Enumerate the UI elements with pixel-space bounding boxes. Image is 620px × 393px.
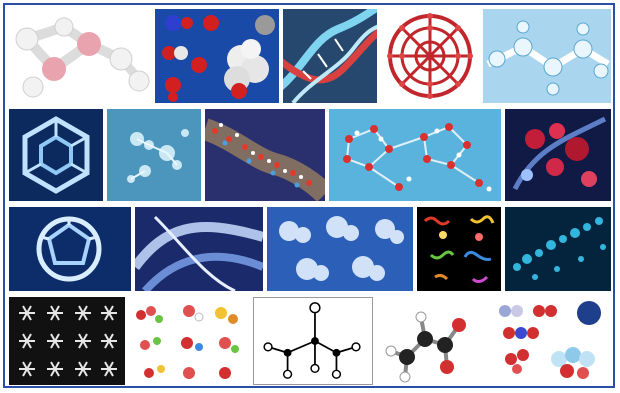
image-gallery-frame xyxy=(3,3,615,388)
tile-water-molecule-network[interactable] xyxy=(329,109,501,201)
tile-molecule-models-grid[interactable] xyxy=(129,297,249,385)
tile-blue-ribbon-helix[interactable] xyxy=(135,207,263,291)
cyan-dots-molecule-image xyxy=(513,217,606,280)
tile-ball-stick-molecule[interactable] xyxy=(377,297,489,385)
blue-spheres-molecules-image xyxy=(279,216,404,281)
blue-chain-molecule-image xyxy=(486,20,610,96)
tile-dna-dots-strand[interactable] xyxy=(205,109,325,201)
glass-fullerene-cage-image xyxy=(36,216,102,282)
snowflake-crystals-image xyxy=(19,305,117,377)
tile-colored-atoms-models[interactable] xyxy=(155,9,279,103)
tile-glass-fullerene-cage[interactable] xyxy=(9,207,131,291)
tile-colorful-proteins-black[interactable] xyxy=(417,207,501,291)
dna-double-helix-image xyxy=(283,9,377,103)
tile-pink-ring-molecule[interactable] xyxy=(9,9,151,103)
blue-floating-molecules-image xyxy=(127,129,189,183)
glass-cage-molecule-image xyxy=(22,116,90,194)
structural-formula-diagram-image xyxy=(263,302,361,379)
tile-structural-formula-diagram[interactable] xyxy=(253,297,373,385)
tile-atom-diagram-spheres[interactable] xyxy=(493,297,611,385)
tile-glass-cage-molecule[interactable] xyxy=(9,109,103,201)
blue-ribbon-helix-image xyxy=(135,215,263,291)
pink-ring-molecule-image xyxy=(15,17,150,98)
ball-stick-molecule-image xyxy=(385,311,466,383)
tile-red-blue-swirl-molecule[interactable] xyxy=(505,109,611,201)
tile-blue-chain-molecule[interactable] xyxy=(483,9,611,103)
dna-dots-strand-image xyxy=(205,118,325,201)
red-fullerene-image xyxy=(387,13,473,99)
tile-snowflake-crystals[interactable] xyxy=(9,297,125,385)
colorful-proteins-black-image xyxy=(423,215,495,284)
tile-blue-floating-molecules[interactable] xyxy=(107,109,201,201)
tile-red-fullerene[interactable] xyxy=(381,9,479,103)
water-molecule-network-image xyxy=(343,123,492,192)
atom-diagram-spheres-image xyxy=(499,301,601,379)
colored-atoms-models-image xyxy=(162,15,275,102)
tile-cyan-dots-molecule[interactable] xyxy=(505,207,611,291)
red-blue-swirl-molecule-image xyxy=(512,116,607,191)
molecule-models-grid-image xyxy=(136,305,239,379)
tile-blue-spheres-molecules[interactable] xyxy=(267,207,413,291)
tile-dna-double-helix[interactable] xyxy=(283,9,377,103)
